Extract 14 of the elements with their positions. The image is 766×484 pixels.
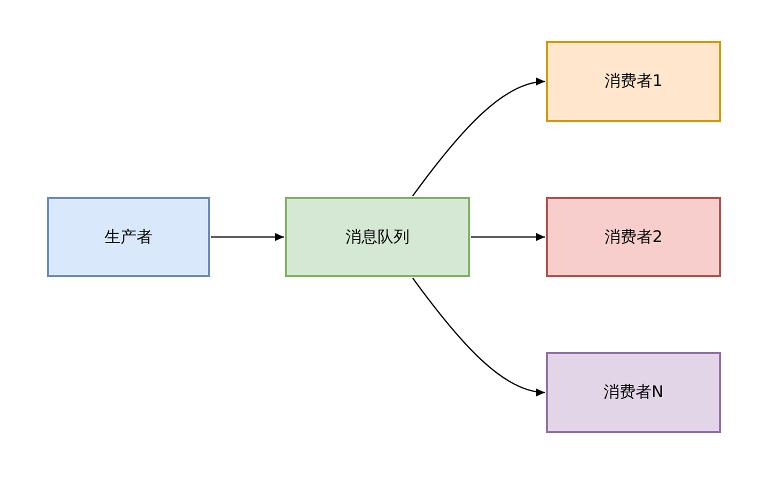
node-label: 消息队列 bbox=[346, 226, 410, 248]
node-label: 消费者2 bbox=[604, 226, 663, 248]
process-box bbox=[285, 197, 470, 277]
arrow bbox=[412, 278, 546, 396]
node-label: 消费者1 bbox=[604, 71, 663, 92]
process-box bbox=[546, 352, 721, 433]
arrow bbox=[471, 233, 545, 241]
node-label: 消费者N bbox=[604, 382, 664, 403]
process-box bbox=[546, 197, 721, 277]
process-box bbox=[546, 41, 721, 122]
node-label: 生产者 bbox=[104, 226, 152, 248]
process-box bbox=[47, 197, 210, 277]
arrow bbox=[412, 78, 546, 196]
arrow bbox=[211, 233, 284, 241]
